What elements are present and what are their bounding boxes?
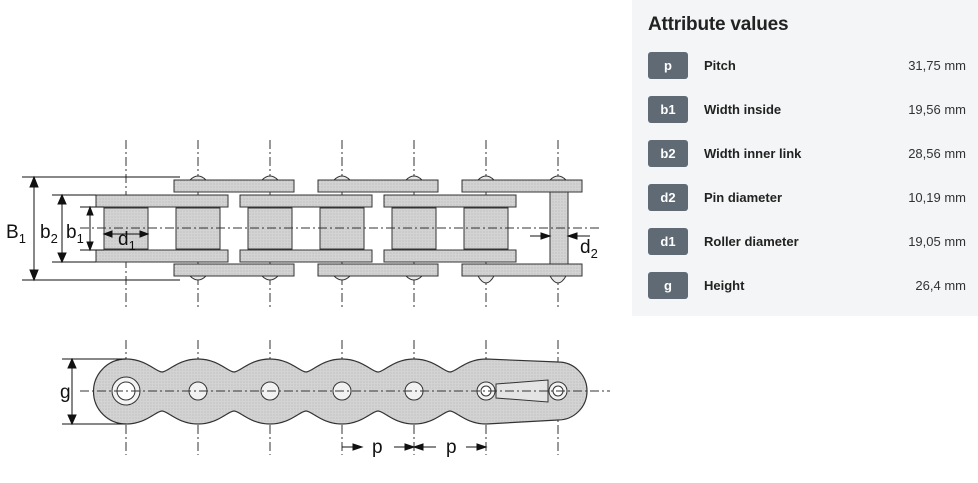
dimension-g — [62, 357, 126, 426]
panel-title: Attribute values — [648, 14, 789, 35]
attribute-badge: d1 — [648, 228, 688, 255]
dimension-b2 — [52, 193, 96, 264]
label-d2: d2 — [580, 237, 598, 261]
attribute-values-panel: Attribute values p Pitch 31,75 mm b1 Wid… — [632, 0, 978, 316]
attribute-badge: p — [648, 52, 688, 79]
pin-heads — [188, 175, 568, 284]
attribute-value: 26,4 mm — [915, 278, 966, 293]
label-d1: d1 — [118, 229, 136, 253]
chain-technical-drawing: B1 b2 b1 d1 d2 — [6, 140, 610, 458]
dimension-d2 — [530, 232, 590, 240]
chain-side-view: g p p — [60, 340, 610, 458]
attribute-label: Pitch — [704, 58, 736, 73]
attribute-value: 31,75 mm — [908, 58, 966, 73]
dimension-B1 — [22, 175, 180, 282]
label-b1: b1 — [66, 222, 84, 246]
attribute-value: 19,05 mm — [908, 234, 966, 249]
attribute-row-width-inner-link: b2 Width inner link 28,56 mm — [632, 138, 978, 168]
chain-top-view: B1 b2 b1 d1 d2 — [6, 140, 600, 310]
label-B1: B1 — [6, 222, 26, 246]
outer-plates — [173, 179, 583, 277]
attribute-value: 28,56 mm — [908, 146, 966, 161]
attribute-badge: d2 — [648, 184, 688, 211]
attribute-row-roller-diameter: d1 Roller diameter 19,05 mm — [632, 226, 978, 256]
attribute-label: Roller diameter — [704, 234, 799, 249]
label-g: g — [60, 382, 71, 403]
attribute-label: Width inner link — [704, 146, 802, 161]
attribute-label: Pin diameter — [704, 190, 783, 205]
attribute-value: 19,56 mm — [908, 102, 966, 117]
attribute-label: Width inside — [704, 102, 782, 117]
attribute-badge: b1 — [648, 96, 688, 123]
dimension-p — [342, 443, 488, 451]
label-p-2: p — [446, 437, 457, 458]
attribute-label: Height — [704, 278, 745, 293]
dimension-b1 — [80, 205, 104, 252]
attribute-row-width-inside: b1 Width inside 19,56 mm — [632, 94, 978, 124]
label-b2: b2 — [40, 222, 58, 246]
side-rollers — [111, 376, 568, 406]
attribute-row-pitch: p Pitch 31,75 mm — [632, 50, 978, 80]
attribute-row-pin-diameter: d2 Pin diameter 10,19 mm — [632, 182, 978, 212]
dimension-d1 — [102, 230, 150, 238]
inner-plates — [95, 194, 517, 263]
attribute-badge: b2 — [648, 140, 688, 167]
attribute-value: 10,19 mm — [908, 190, 966, 205]
attribute-badge: g — [648, 272, 688, 299]
attribute-row-height: g Height 26,4 mm — [632, 270, 978, 300]
label-p-1: p — [372, 437, 383, 458]
